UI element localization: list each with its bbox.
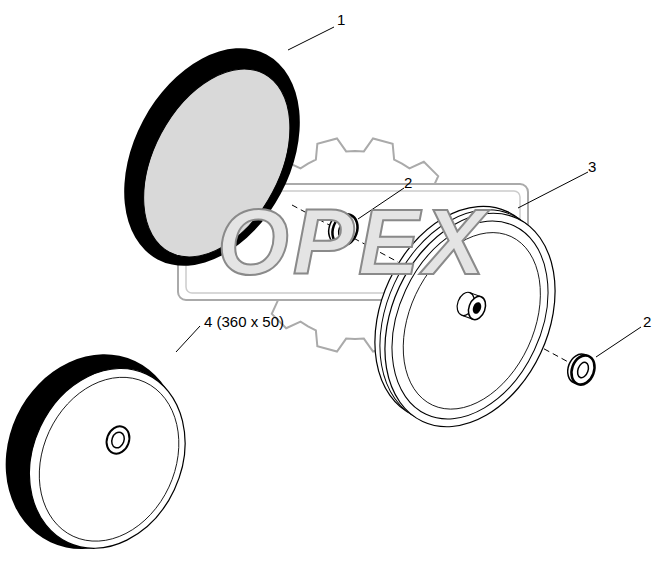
callout-number: 2	[643, 314, 651, 329]
leader-line	[288, 27, 334, 50]
leader-line	[596, 327, 641, 357]
watermark: OPEX	[217, 196, 489, 288]
watermark-frame	[186, 191, 520, 293]
callout-number: 2	[404, 175, 412, 190]
callout-number: 3	[588, 159, 596, 174]
leader-line	[176, 326, 200, 352]
leader-line	[518, 172, 588, 208]
wheel-assembly	[0, 325, 217, 564]
hub	[103, 423, 133, 457]
watermark-frame	[178, 184, 528, 300]
callout-number: 1	[337, 12, 345, 27]
callout-number: 4 (360 x 50)	[204, 314, 284, 329]
hub	[454, 290, 489, 322]
bearing	[564, 351, 599, 388]
